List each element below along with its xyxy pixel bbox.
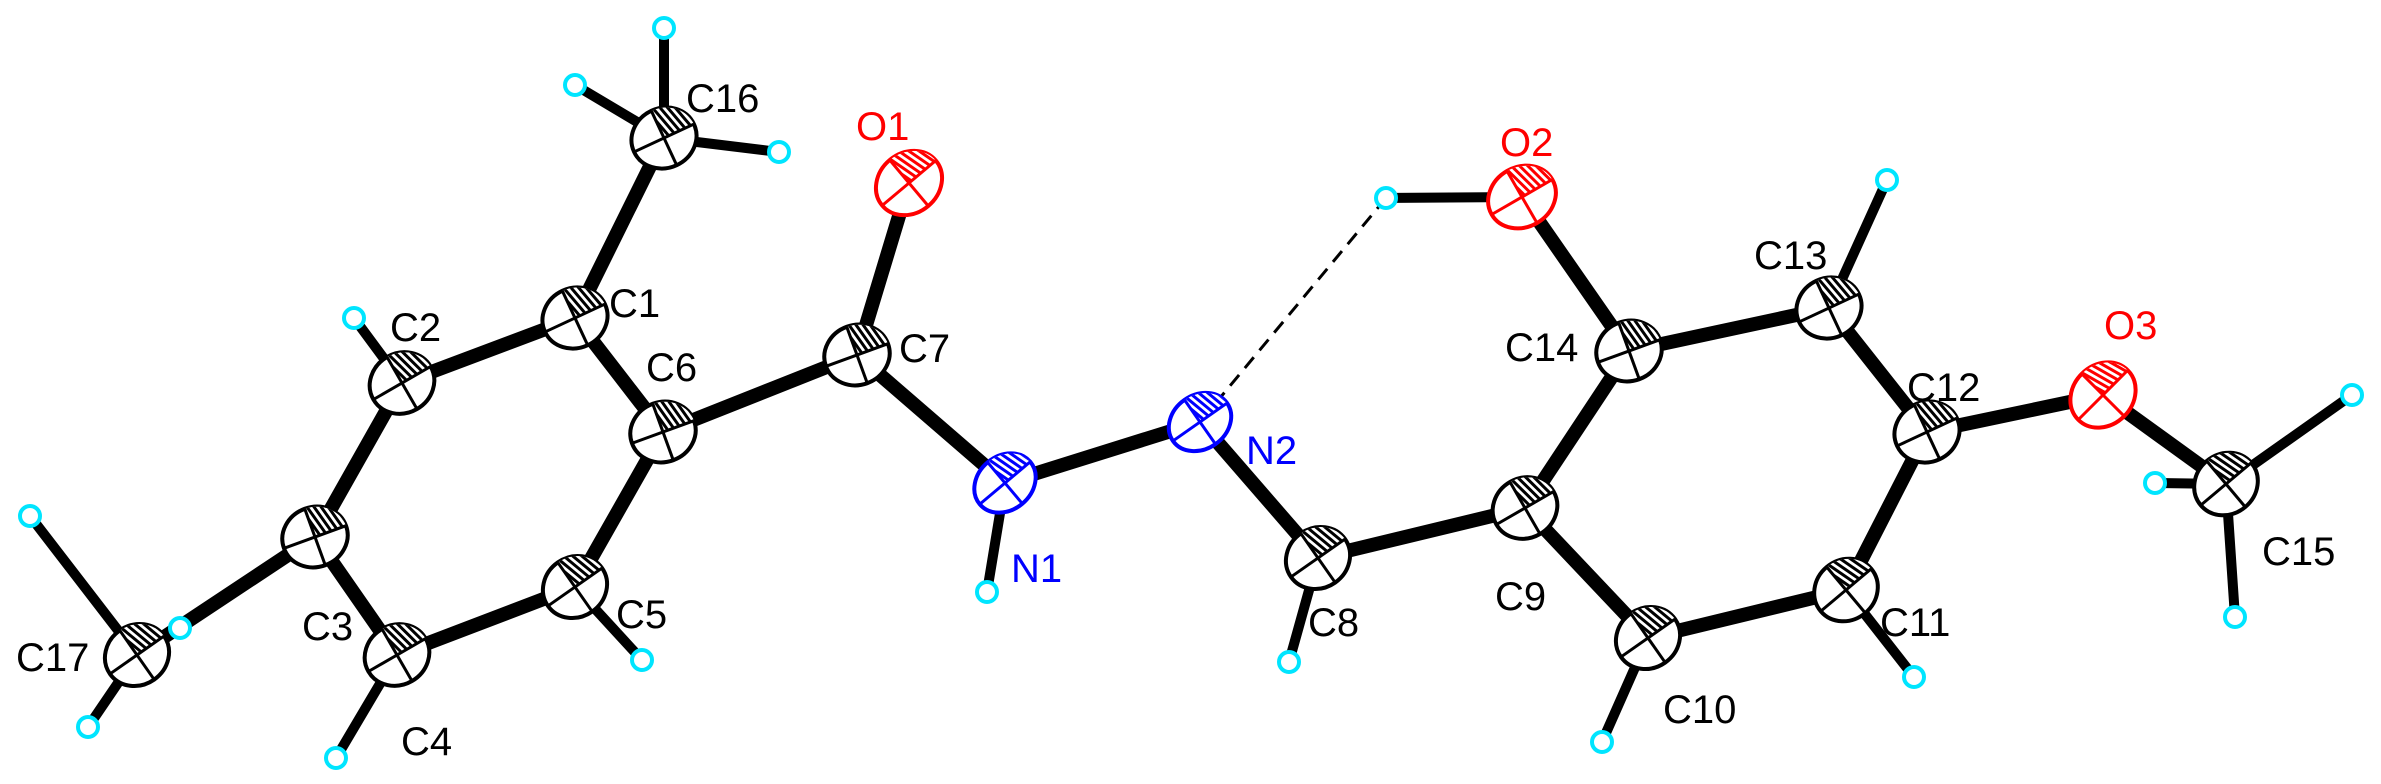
label-n1: N1 [1011,547,1062,591]
atoms-layer [102,96,2260,689]
hydrogen-on-n1 [975,580,999,604]
atom-n2 [1166,380,1234,454]
hydrogen-on-c15-a [2340,383,2364,407]
label-c13: C13 [1754,234,1827,278]
label-o1: O1 [856,105,909,149]
label-c14: C14 [1505,326,1578,370]
label-c6: C6 [646,346,697,390]
bond-c8-c9 [1311,501,1532,565]
hydrogen-on-c8 [1277,650,1301,674]
label-c12: C12 [1907,366,1980,410]
atom-c9 [1490,465,1560,541]
hydrogen-on-c10 [1590,730,1614,754]
label-c9: C9 [1495,575,1546,619]
hydrogen-bond-dashed [1198,197,1388,423]
label-c8: C8 [1308,601,1359,645]
atom-c14 [1594,311,1664,384]
atom-c13 [1794,266,1864,341]
hydrogen-on-c16-a [652,16,676,40]
label-c2: C2 [390,306,441,350]
hydrogen-on-c17-a [18,504,42,528]
label-c10: C10 [1663,688,1736,732]
hydrogen-on-c15-c [2143,471,2167,495]
label-c1: C1 [609,282,660,326]
label-c15: C15 [2262,530,2335,574]
hydrogen-on-c16-c [767,140,791,164]
atom-n1 [972,441,1038,515]
hydrogen-on-c2 [342,306,366,330]
hydrogen-on-c16-b [563,73,587,97]
hydrogen-on-c11 [1902,665,1926,689]
hydrogen-on-c17-b [76,715,100,739]
label-o3: O3 [2104,304,2157,348]
label-c16: C16 [686,77,759,121]
hydrogens-layer [18,16,2364,770]
label-c11: C11 [1880,601,1950,645]
atom-c15 [2192,439,2260,518]
label-c5: C5 [616,593,667,637]
label-c17: C17 [16,636,89,680]
hydrogen-on-c4 [324,746,348,770]
label-c7: C7 [899,327,950,371]
atom-c16 [629,96,699,171]
atom-c7 [822,315,892,388]
hydrogen-on-c13 [1875,168,1899,192]
atom-c3 [280,497,350,570]
atom-c8 [1283,514,1353,592]
label-c3: C3 [302,605,353,649]
hydrogen-bond-layer [1198,197,1388,423]
atom-c5 [540,543,610,621]
hydrogen-on-o2 [1374,186,1398,210]
label-o2: O2 [1500,121,1553,165]
hydrogen-on-c15-b [2223,605,2247,629]
label-n2: N2 [1246,429,1297,473]
atom-c6 [628,392,698,465]
hydrogen-on-c17-c [168,616,192,640]
hydrogen-on-c5 [630,648,654,672]
label-c4: C4 [401,720,452,764]
